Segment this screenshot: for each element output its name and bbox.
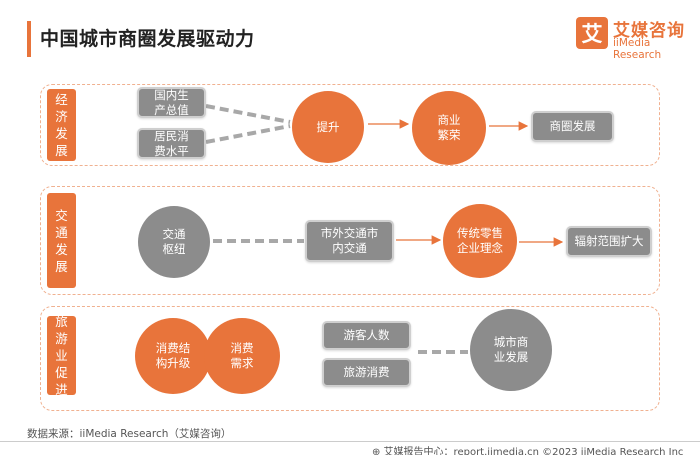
page-title: 中国城市商圈发展驱动力 — [40, 28, 255, 50]
commerce-prosperity-label: 商业繁荣 — [437, 113, 461, 142]
transport-hub-label: 交通枢纽 — [162, 227, 186, 256]
economy-dash-2 — [205, 124, 291, 144]
urban-commerce-label: 城市商业发展 — [493, 335, 529, 364]
economy-tag-label: 经济发展 — [55, 92, 68, 158]
logo-en-text: iiMedia Research — [613, 37, 662, 61]
consumption-demand-circle: 消费需求 — [204, 318, 280, 394]
retail-concept-label: 传统零售企业理念 — [457, 226, 503, 255]
urban-commerce-circle: 城市商业发展 — [470, 309, 552, 391]
economy-tag: 经济发展 — [47, 89, 76, 161]
tourism-tag: 旅游业促进 — [47, 314, 76, 397]
tourism-spending-label: 旅游消费 — [343, 365, 390, 379]
consumption-demand-label: 消费需求 — [230, 341, 254, 370]
tourism-tag-label: 旅游业促进 — [55, 314, 68, 397]
business-district-box: 商圈发展 — [531, 111, 614, 142]
economy-section-frame — [40, 84, 660, 166]
commerce-prosperity-circle: 商业繁荣 — [412, 91, 486, 165]
traffic-tag: 交通发展 — [47, 193, 76, 288]
tourist-count-box: 游客人数 — [322, 321, 411, 350]
transport-label: 市外交通市内交通 — [320, 226, 379, 255]
gdp-box: 国内生产总值 — [137, 87, 206, 118]
consumption-level-label: 居民消费水平 — [154, 128, 189, 158]
consumption-upgrade-label: 消费结构升级 — [155, 341, 191, 370]
consumption-upgrade-circle: 消费结构升级 — [135, 318, 211, 394]
traffic-tag-label: 交通发展 — [55, 207, 68, 274]
data-source-note: 数据来源：iiMedia Research（艾媒咨询） — [27, 428, 232, 440]
tourist-count-label: 游客人数 — [343, 328, 390, 342]
gdp-label: 国内生产总值 — [154, 87, 189, 117]
economy-dash-1 — [205, 104, 291, 124]
radiation-range-label: 辐射范围扩大 — [574, 234, 644, 248]
transport-box: 市外交通市内交通 — [305, 220, 394, 262]
consumption-level-box: 居民消费水平 — [137, 128, 206, 159]
radiation-range-box: 辐射范围扩大 — [566, 226, 652, 257]
traffic-section-frame — [40, 186, 660, 295]
footer-divider — [0, 441, 700, 442]
footer-credit: ⊕ 艾媒报告中心：report.iimedia.cn ©2023 iiMedia… — [372, 447, 684, 455]
logo-cn-text: 艾媒咨询 — [613, 21, 685, 41]
retail-concept-circle: 传统零售企业理念 — [443, 204, 517, 278]
boost-circle: 提升 — [292, 91, 364, 163]
business-district-label: 商圈发展 — [549, 119, 596, 133]
boost-label: 提升 — [316, 119, 340, 134]
title-accent-bar — [27, 21, 31, 57]
tourism-spending-box: 旅游消费 — [322, 358, 411, 387]
iimedia-logo-icon: 艾 — [576, 17, 608, 49]
transport-hub-circle: 交通枢纽 — [138, 206, 210, 278]
tourism-section-frame — [40, 306, 660, 411]
